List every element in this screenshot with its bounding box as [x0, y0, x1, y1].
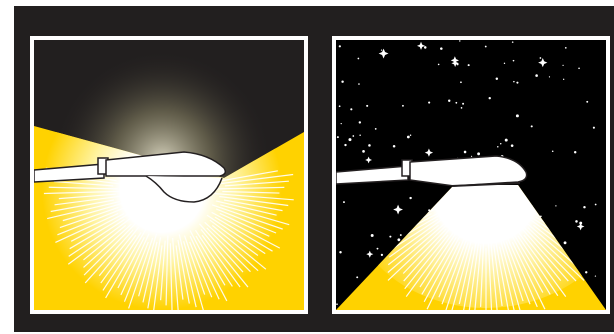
star	[516, 114, 519, 117]
star	[535, 74, 538, 77]
star	[460, 81, 462, 83]
star	[375, 128, 377, 130]
star	[500, 143, 501, 144]
star	[462, 103, 464, 105]
star	[489, 97, 491, 99]
star	[352, 135, 354, 137]
star	[339, 105, 341, 107]
star	[341, 123, 342, 124]
star	[511, 144, 514, 147]
fixture-housing	[410, 156, 527, 186]
star	[459, 40, 460, 41]
star	[552, 150, 554, 152]
star	[564, 241, 567, 244]
star	[440, 47, 443, 50]
unshielded-light-illustration	[34, 40, 304, 310]
star	[585, 271, 587, 273]
star	[578, 68, 580, 70]
star	[512, 41, 514, 43]
star	[407, 136, 410, 139]
star	[358, 83, 360, 85]
star	[485, 46, 487, 48]
star	[563, 79, 564, 80]
star	[344, 144, 346, 146]
star	[448, 99, 450, 101]
shielded-light-illustration	[336, 40, 606, 310]
star	[377, 248, 379, 250]
star	[513, 60, 515, 62]
star	[368, 144, 371, 147]
star	[348, 138, 351, 141]
star	[356, 276, 358, 278]
star	[496, 77, 498, 79]
star	[593, 127, 595, 129]
star	[464, 151, 467, 154]
star	[362, 150, 365, 153]
star	[366, 105, 368, 107]
star	[540, 57, 542, 59]
star	[562, 65, 563, 66]
star	[358, 58, 360, 60]
star	[531, 125, 533, 127]
star	[350, 108, 352, 110]
star	[359, 121, 361, 123]
star	[424, 46, 427, 49]
star	[505, 139, 508, 142]
star	[337, 136, 339, 138]
star	[400, 234, 402, 236]
star	[336, 303, 338, 305]
star	[371, 234, 374, 237]
star	[397, 238, 400, 241]
star	[555, 205, 556, 206]
star	[428, 102, 430, 104]
star	[468, 64, 470, 66]
star	[339, 251, 341, 253]
star	[586, 101, 588, 103]
star	[339, 45, 341, 47]
star	[497, 146, 499, 148]
star	[575, 220, 578, 223]
star	[402, 105, 404, 107]
star	[565, 47, 567, 49]
star	[513, 81, 515, 83]
star	[549, 76, 550, 77]
star	[574, 151, 576, 153]
star	[595, 204, 597, 206]
star	[504, 63, 505, 64]
star	[438, 64, 440, 66]
star	[389, 236, 391, 238]
star	[461, 107, 463, 109]
star	[381, 254, 383, 256]
star	[583, 206, 585, 208]
star	[516, 82, 518, 84]
star	[455, 102, 457, 104]
shielded-light-panel	[332, 36, 610, 314]
star	[595, 275, 596, 276]
star	[477, 152, 480, 155]
star	[343, 201, 345, 203]
unshielded-light-panel	[30, 36, 308, 314]
star	[381, 49, 382, 50]
star	[410, 134, 411, 135]
star	[341, 80, 343, 82]
star	[409, 197, 411, 199]
illustration-frame	[14, 6, 614, 332]
star	[393, 145, 396, 148]
star	[359, 134, 360, 135]
